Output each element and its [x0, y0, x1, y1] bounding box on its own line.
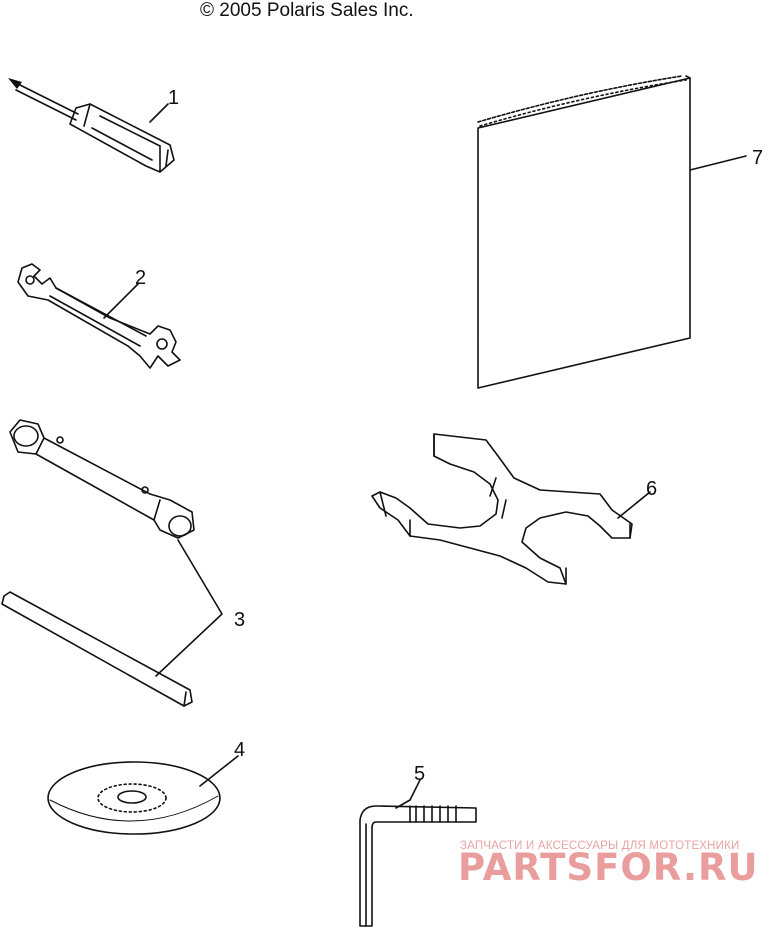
screwdriver-part: [8, 78, 175, 173]
callout-number-5: 5: [414, 763, 425, 785]
watermark-tagline: ЗАПЧАСТИ И АКСЕССУАРЫ ДЛЯ МОТОТЕХНИКИ: [460, 840, 740, 852]
callout-leader-2: [103, 283, 139, 319]
hex-key-part: [359, 805, 477, 927]
callout-leader-1: [149, 103, 169, 123]
owners-manual-part: [477, 75, 691, 389]
cd-disc-part: [47, 761, 221, 835]
callout-leader-4: [199, 755, 239, 787]
callout-number-1: 1: [168, 87, 179, 109]
callout-leader-3: [155, 539, 223, 677]
watermark-brand: PARTSFOR.RU: [458, 846, 759, 889]
callout-number-4: 4: [234, 739, 245, 761]
copyright-text: © 2005 Polaris Sales Inc.: [200, 0, 414, 21]
callout-number-6: 6: [646, 478, 657, 500]
callout-number-2: 2: [135, 267, 146, 289]
tommy-bar-part: [1, 591, 193, 707]
callout-leader-6: [617, 491, 651, 519]
callout-leader-7: [689, 155, 747, 171]
clutch-holder-tool-part: [371, 433, 633, 585]
callout-number-3: 3: [234, 609, 245, 631]
open-end-wrench-part: [17, 263, 181, 369]
callout-leader-5: [395, 779, 421, 809]
spark-plug-socket-wrench-part: [9, 419, 195, 539]
callout-number-7: 7: [752, 147, 763, 169]
